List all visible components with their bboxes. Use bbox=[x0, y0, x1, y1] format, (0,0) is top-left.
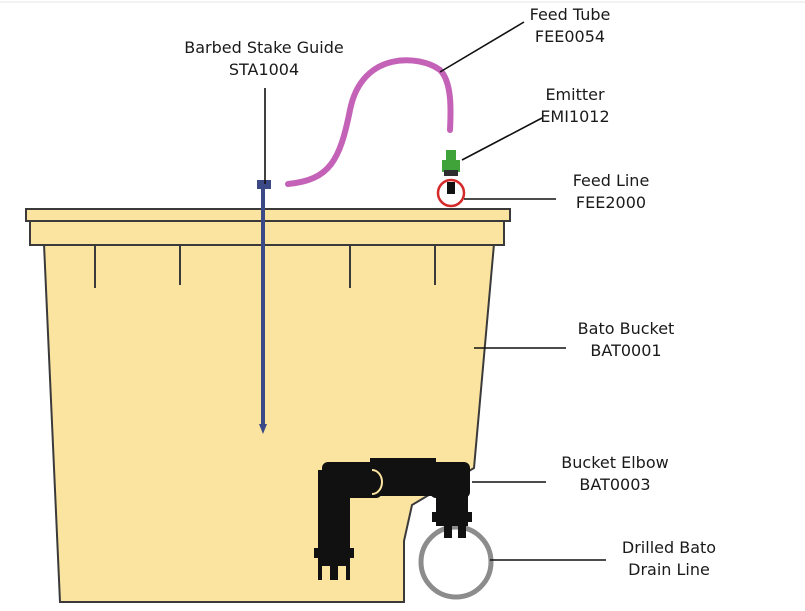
label-feed-tube: Feed Tube FEE0054 bbox=[500, 4, 640, 48]
label-feed-tube-code: FEE0054 bbox=[534, 27, 606, 46]
barbed-stake-guide bbox=[257, 180, 271, 434]
feed-tube bbox=[285, 57, 454, 187]
label-bucket-name: Bato Bucket bbox=[577, 319, 675, 338]
label-stake-guide-name: Barbed Stake Guide bbox=[184, 38, 344, 57]
bucket-rim bbox=[29, 218, 505, 246]
label-feed-line-code: FEE2000 bbox=[575, 193, 647, 212]
label-drain: Drilled Bato Drain Line bbox=[604, 537, 734, 581]
label-stake-guide-code: STA1004 bbox=[228, 60, 300, 79]
label-emitter-code: EMI1012 bbox=[540, 107, 610, 126]
label-feed-line: Feed Line FEE2000 bbox=[546, 170, 676, 214]
drain-line-ring bbox=[418, 524, 494, 600]
emitter bbox=[442, 150, 460, 176]
label-feed-tube-name: Feed Tube bbox=[529, 5, 611, 24]
label-bucket: Bato Bucket BAT0001 bbox=[556, 318, 696, 362]
bato-bucket bbox=[25, 208, 511, 603]
feed-line bbox=[436, 178, 466, 208]
leader-feed-tube bbox=[439, 21, 525, 73]
label-stake-guide: Barbed Stake Guide STA1004 bbox=[174, 37, 354, 81]
bucket-rim-lip bbox=[25, 208, 511, 222]
bucket-ribs bbox=[94, 245, 436, 288]
leader-lines bbox=[264, 21, 606, 561]
label-feed-line-name: Feed Line bbox=[572, 171, 650, 190]
label-elbow-code: BAT0003 bbox=[579, 475, 651, 494]
bucket-elbow bbox=[314, 458, 472, 584]
label-bucket-code: BAT0001 bbox=[590, 341, 662, 360]
label-emitter-name: Emitter bbox=[545, 85, 605, 104]
label-elbow: Bucket Elbow BAT0003 bbox=[540, 452, 690, 496]
label-emitter: Emitter EMI1012 bbox=[510, 84, 640, 128]
label-elbow-name: Bucket Elbow bbox=[561, 453, 669, 472]
leader-emitter bbox=[461, 117, 543, 161]
label-drain-name: Drilled Bato bbox=[621, 538, 717, 557]
label-drain-code: Drain Line bbox=[628, 560, 710, 579]
